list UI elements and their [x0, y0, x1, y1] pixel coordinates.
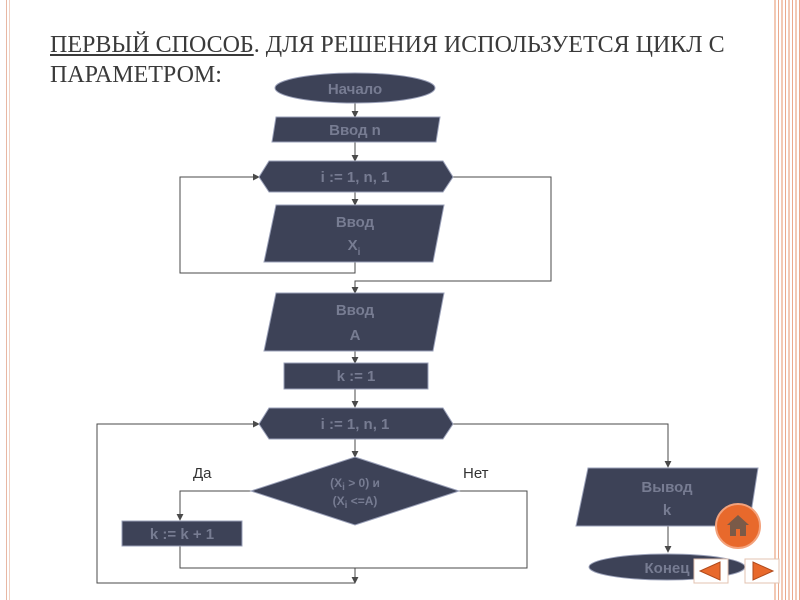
input-x-shape [263, 204, 445, 263]
label-no: Нет [463, 465, 489, 482]
next-button[interactable] [744, 558, 780, 584]
edge-loop2-back [96, 420, 355, 584]
loop2-label: i := 1, n, 1 [321, 416, 390, 433]
edge-cond-no [355, 490, 528, 569]
input-x-var: X [348, 237, 358, 254]
output-line2: k [663, 502, 672, 519]
output-line1: Вывод [641, 479, 693, 496]
node-loop2: i := 1, n, 1 [258, 407, 454, 440]
slide-decor-stripe [774, 0, 800, 600]
cond1-sub: i [342, 482, 345, 493]
node-increment: k := k + 1 [121, 520, 243, 547]
edge-loop1-exit [351, 176, 552, 294]
increment-label: k := k + 1 [150, 526, 214, 543]
input-a-shape [263, 292, 445, 352]
start-label: Начало [328, 81, 382, 98]
cond1-b: > 0) и [345, 476, 380, 490]
cond1-a: (X [330, 476, 342, 490]
edge-loop2-exit [453, 423, 672, 468]
home-icon [727, 515, 749, 536]
slide-title-rest: . ДЛЯ РЕШЕНИЯ ИСПОЛЬЗУЕТСЯ ЦИКЛ С ПАРАМЕ… [50, 32, 725, 88]
node-condition: (Xi > 0) и (Xi <=A) [249, 456, 461, 526]
condition-line2: (Xi <=A) [333, 494, 378, 511]
home-button[interactable] [714, 502, 762, 550]
edge-loop1-back [179, 173, 356, 274]
cond2-b: <=A) [347, 494, 377, 508]
condition-diamond [249, 456, 461, 526]
input-n-label: Ввод n [329, 122, 381, 139]
end-label: Конец [645, 560, 691, 577]
input-x-line1: Ввод [336, 214, 375, 231]
node-input-n: Ввод n [271, 116, 441, 143]
node-loop1: i := 1, n, 1 [258, 160, 454, 193]
loop2-hexagon [258, 407, 454, 440]
edge-increment-merge [179, 546, 355, 569]
node-start: Начало [274, 72, 436, 104]
label-yes: Да [193, 465, 212, 482]
cond2-a: (X [333, 494, 345, 508]
edge-cond-yes [176, 490, 251, 521]
node-init-k: k := 1 [283, 362, 429, 390]
slide-border-line [6, 0, 7, 600]
start-terminator [274, 72, 436, 104]
triangle-left-icon [698, 561, 721, 581]
input-a-line1: Ввод [336, 302, 375, 319]
input-x-sub: i [358, 247, 361, 258]
loop1-label: i := 1, n, 1 [321, 169, 390, 186]
node-input-x: Ввод Xi [263, 204, 445, 263]
flowchart-edges [96, 103, 672, 584]
slide-border-line [9, 0, 10, 600]
init-k-rect [283, 362, 429, 390]
input-a-line2: A [350, 327, 361, 344]
condition-line1: (Xi > 0) и [330, 476, 380, 493]
cond2-sub: i [345, 500, 348, 511]
node-input-a: Ввод A [263, 292, 445, 352]
init-k-label: k := 1 [337, 368, 376, 385]
prev-button[interactable] [693, 558, 729, 584]
input-n-shape [271, 116, 441, 143]
slide-title-method: ПЕРВЫЙ СПОСОБ [50, 32, 254, 58]
triangle-right-icon [752, 561, 775, 581]
loop1-hexagon [258, 160, 454, 193]
slide-title: ПЕРВЫЙ СПОСОБ. ДЛЯ РЕШЕНИЯ ИСПОЛЬЗУЕТСЯ … [50, 30, 770, 90]
input-x-line2: Xi [348, 237, 361, 258]
increment-rect [121, 520, 243, 547]
node-output: Вывод k [575, 467, 759, 527]
